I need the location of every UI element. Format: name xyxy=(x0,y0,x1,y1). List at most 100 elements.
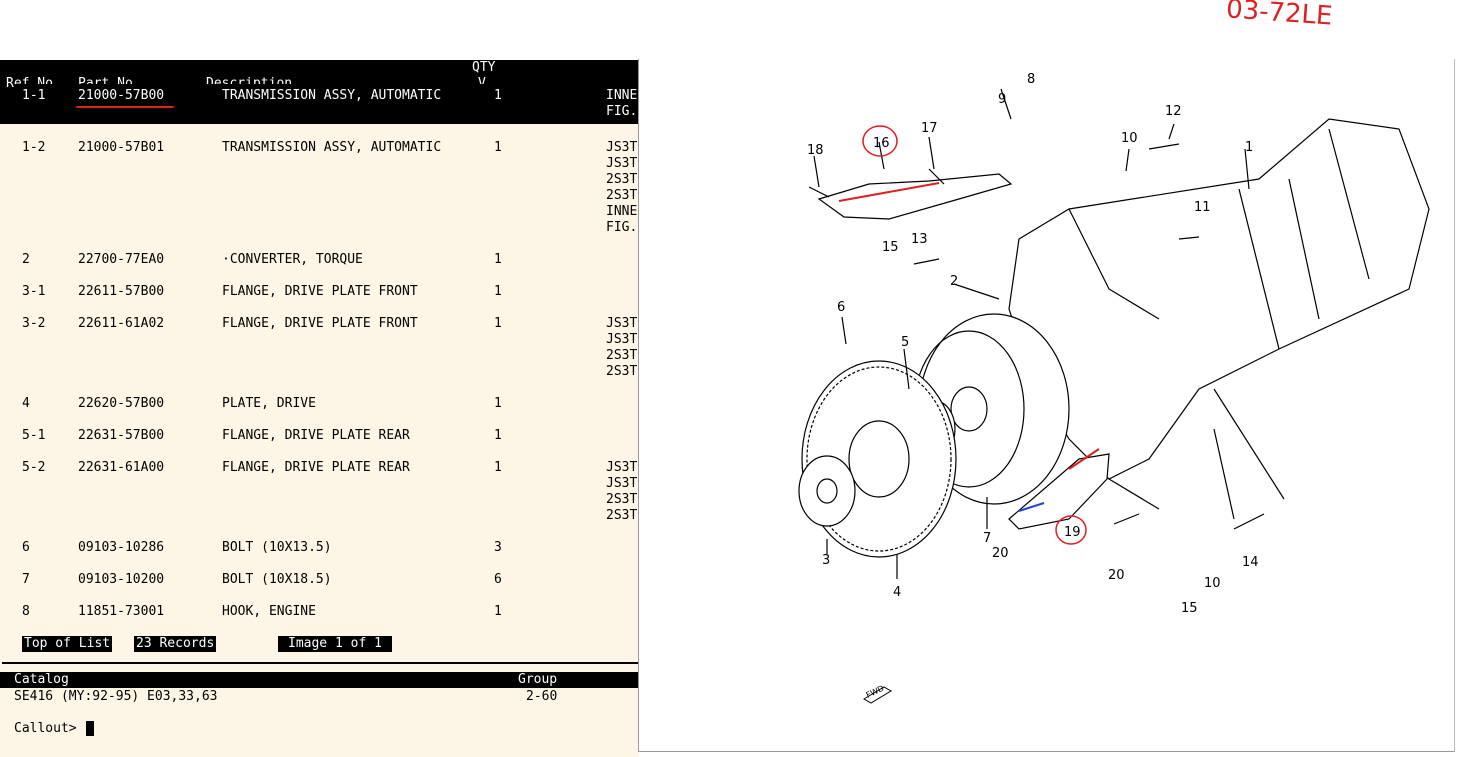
row-note: JS3T xyxy=(606,332,638,347)
bracket-16 xyxy=(817,173,1013,220)
row-qty: 3 xyxy=(494,540,502,555)
catalog-label: Catalog xyxy=(14,672,69,687)
row-description: BOLT (10X13.5) xyxy=(222,540,332,555)
callout-4[interactable]: 4 xyxy=(893,585,901,600)
row-note: 2S3T xyxy=(606,172,638,187)
row-note: JS3T xyxy=(606,476,638,491)
transmission-housing xyxy=(1008,118,1430,480)
row-note: 2S3T xyxy=(606,348,638,363)
row-qty: 1 xyxy=(494,604,502,619)
row-description: FLANGE, DRIVE PLATE REAR xyxy=(222,428,410,443)
callout-15-lower[interactable]: 15 xyxy=(1181,601,1198,616)
row-description: TRANSMISSION ASSY, AUTOMATIC xyxy=(222,88,442,103)
row-part-no[interactable]: 22620-57B00 xyxy=(78,396,165,411)
handwritten-model-annotation: 03-72LE xyxy=(1225,0,1334,32)
callout-7[interactable]: 7 xyxy=(983,531,991,546)
row-qty: 1 xyxy=(494,140,502,155)
highlight-blue-19 xyxy=(1018,502,1045,512)
row-ref-no: 3-1 xyxy=(22,284,46,299)
row-part-no[interactable]: 22700-77EA0 xyxy=(78,252,165,267)
row-part-no[interactable]: 09103-10200 xyxy=(78,572,165,587)
bracket-19 xyxy=(1008,453,1110,530)
exploded-parts-diagram: FWD 1 2 3 4 5 6 7 8 9 10 10 11 12 13 14 … xyxy=(638,59,1455,752)
row-note: JS3T xyxy=(606,140,638,155)
row-qty: 1 xyxy=(494,428,502,443)
row-note: JS3T xyxy=(606,460,638,475)
fwd-arrow-icon: FWD xyxy=(863,684,892,704)
row-qty: 1 xyxy=(494,252,502,267)
row-ref-no: 6 xyxy=(22,540,30,555)
divider xyxy=(2,662,639,664)
row-description: FLANGE, DRIVE PLATE FRONT xyxy=(222,284,418,299)
row-qty: 1 xyxy=(494,316,502,331)
row-description: BOLT (10X18.5) xyxy=(222,572,332,587)
image-counter: Image 1 of 1 xyxy=(278,636,392,652)
row-part-no[interactable]: 09103-10286 xyxy=(78,540,165,555)
callout-6[interactable]: 6 xyxy=(837,300,845,315)
row-part-no[interactable]: 22611-57B00 xyxy=(78,284,165,299)
row-note: 2S3T xyxy=(606,492,638,507)
row-note: JS3T xyxy=(606,156,638,171)
row-ref-no: 4 xyxy=(22,396,30,411)
callout-13[interactable]: 13 xyxy=(911,232,928,247)
row-part-no[interactable]: 22611-61A02 xyxy=(78,316,165,331)
row-qty: 1 xyxy=(494,284,502,299)
callout-16[interactable]: 16 xyxy=(873,136,890,151)
callout-10-lower[interactable]: 10 xyxy=(1204,576,1221,591)
group-value: 2-60 xyxy=(526,689,558,704)
row-ref-no: 1-2 xyxy=(22,140,46,155)
row-part-no[interactable]: 21000-57B01 xyxy=(78,140,165,155)
callout-3[interactable]: 3 xyxy=(822,553,830,568)
highlight-red-16 xyxy=(838,182,940,202)
callout-5[interactable]: 5 xyxy=(901,335,909,350)
row-note: FIG. xyxy=(606,104,638,119)
group-label: Group xyxy=(518,672,558,687)
callout-20-right[interactable]: 20 xyxy=(1108,568,1125,583)
row-part-no[interactable]: 21000-57B00 xyxy=(78,88,165,103)
callout-20-left[interactable]: 20 xyxy=(992,546,1009,561)
row-qty: 1 xyxy=(494,396,502,411)
callout-17[interactable]: 17 xyxy=(921,121,938,136)
callout-11[interactable]: 11 xyxy=(1194,200,1211,215)
top-of-list-indicator[interactable]: Top of List xyxy=(22,636,113,652)
circle-callout-19 xyxy=(1055,515,1087,545)
part-no-red-underline xyxy=(76,106,174,108)
selected-row-highlight xyxy=(14,84,639,124)
row-note: 2S3T xyxy=(606,508,638,523)
row-description: HOOK, ENGINE xyxy=(222,604,316,619)
callout-15-upper[interactable]: 15 xyxy=(882,240,899,255)
callout-8[interactable]: 8 xyxy=(1027,72,1035,87)
transmission-drawing: FWD 1 2 3 4 5 6 7 8 9 10 10 11 12 13 14 … xyxy=(798,72,1430,704)
row-ref-no: 8 xyxy=(22,604,30,619)
row-ref-no: 2 xyxy=(22,252,30,267)
callout-19[interactable]: 19 xyxy=(1064,525,1081,540)
row-ref-no: 7 xyxy=(22,572,30,587)
callout-2[interactable]: 2 xyxy=(950,274,958,289)
row-note: FIG. xyxy=(606,220,638,235)
row-ref-no: 5-2 xyxy=(22,460,46,475)
row-part-no[interactable]: 22631-61A00 xyxy=(78,460,165,475)
callout-prompt: Callout> xyxy=(14,721,77,736)
circle-callout-16 xyxy=(862,125,898,157)
highlight-red-19 xyxy=(1068,448,1100,470)
row-description: FLANGE, DRIVE PLATE FRONT xyxy=(222,316,418,331)
row-description: ·CONVERTER, TORQUE xyxy=(222,252,363,267)
qty-sub-header: V xyxy=(478,76,486,92)
row-description: TRANSMISSION ASSY, AUTOMATIC xyxy=(222,140,442,155)
qty-header: QTY xyxy=(472,60,496,75)
row-ref-no: 1-1 xyxy=(22,88,46,103)
callout-9[interactable]: 9 xyxy=(998,92,1006,107)
row-part-no[interactable]: 11851-73001 xyxy=(78,604,165,619)
parts-list-terminal: Ref.No. Part No. Description QTY V 1-121… xyxy=(0,60,639,757)
row-ref-no: 3-2 xyxy=(22,316,46,331)
row-part-no[interactable]: 22631-57B00 xyxy=(78,428,165,443)
row-description: PLATE, DRIVE xyxy=(222,396,316,411)
row-note: 2S3T xyxy=(606,188,638,203)
callout-10-upper[interactable]: 10 xyxy=(1121,131,1138,146)
callout-14[interactable]: 14 xyxy=(1242,555,1259,570)
callout-18[interactable]: 18 xyxy=(807,143,824,158)
callout-input-cursor[interactable] xyxy=(86,721,94,736)
callout-1[interactable]: 1 xyxy=(1245,140,1253,155)
callout-12[interactable]: 12 xyxy=(1165,104,1182,119)
row-note: INNE xyxy=(606,204,638,219)
